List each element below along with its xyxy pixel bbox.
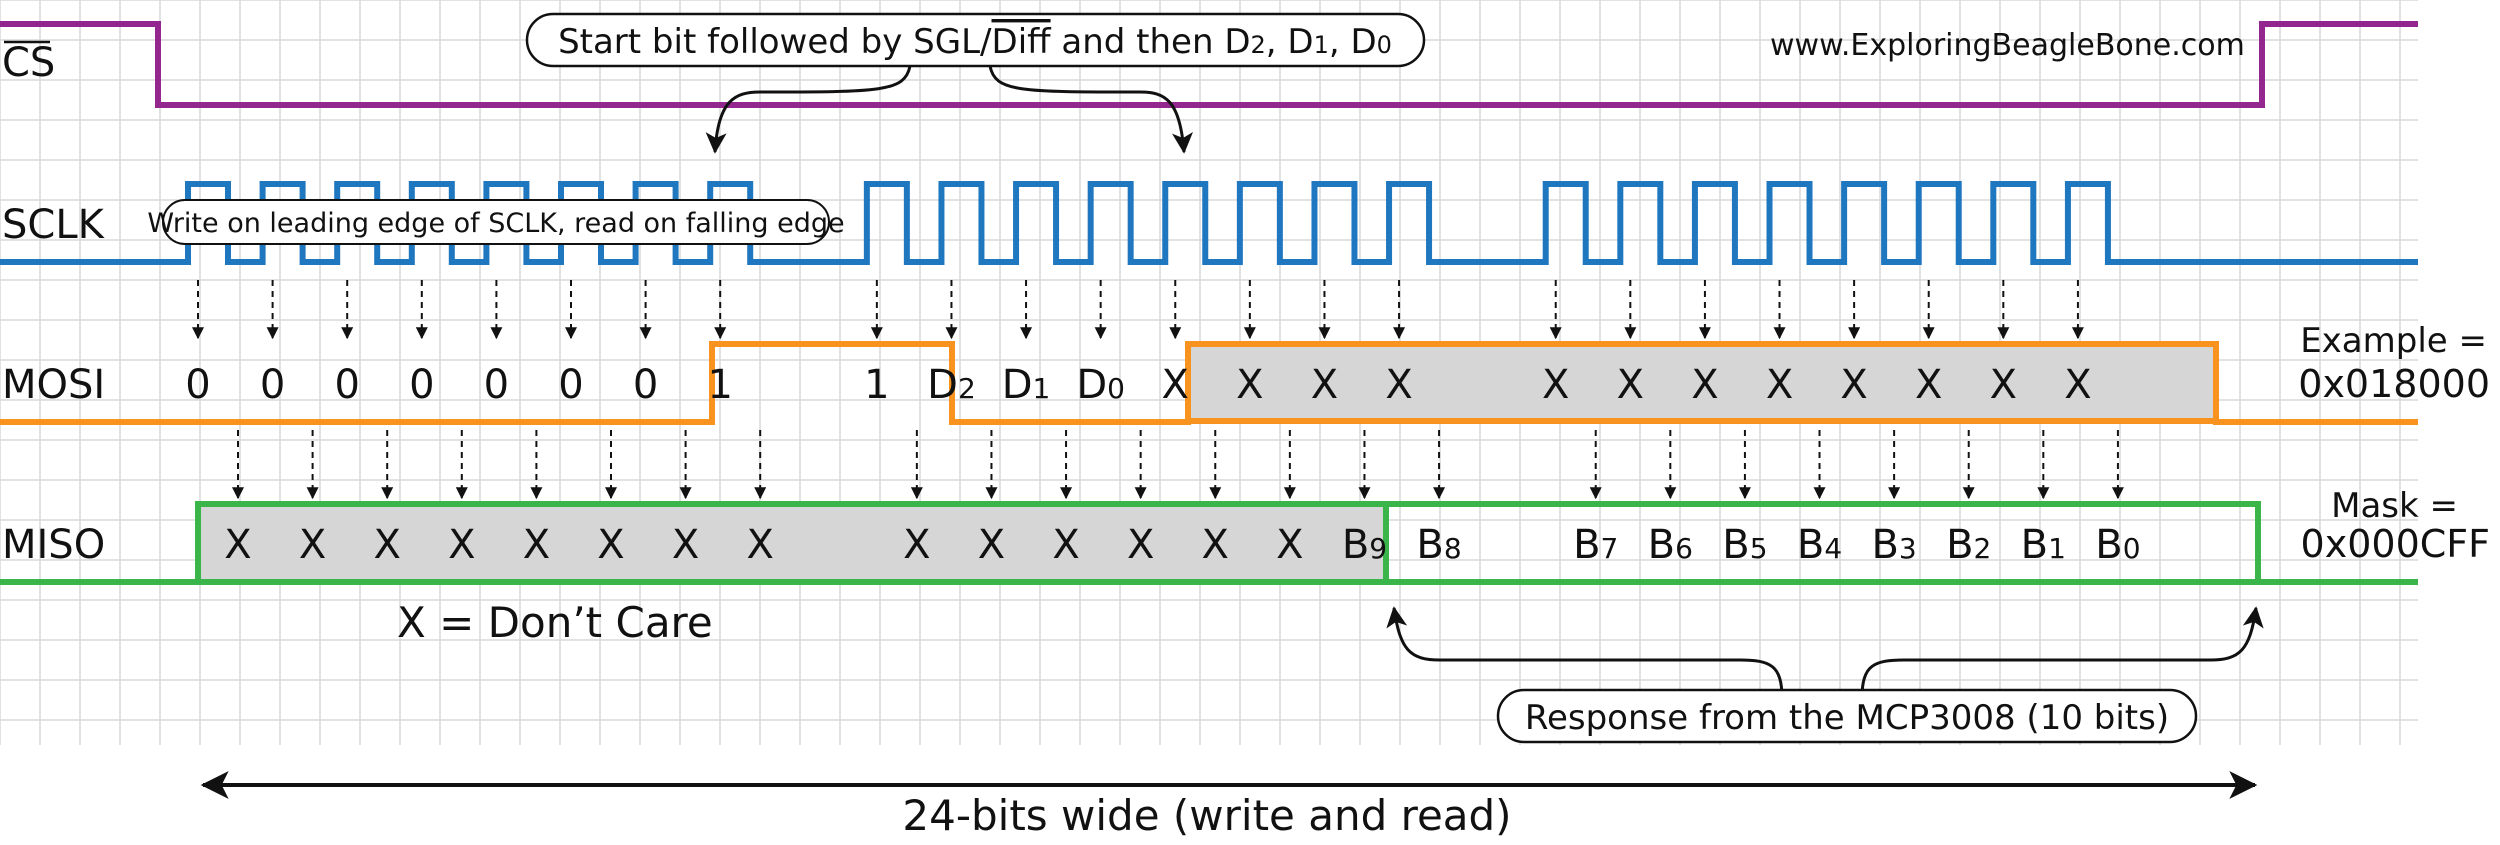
- bit-6: 0: [633, 362, 658, 408]
- bit-19: B4: [1797, 522, 1842, 568]
- bit-11: D0: [1076, 362, 1125, 408]
- bit-15: X: [1385, 362, 1412, 408]
- sample-arrows: [192, 280, 2124, 500]
- bit-23: B0: [2095, 522, 2140, 568]
- sclk-waveform: [0, 181, 2418, 265]
- bit-17: B6: [1648, 522, 1693, 568]
- bit-9: D2: [927, 362, 976, 408]
- bit-18: B5: [1722, 522, 1767, 568]
- bit-16: B7: [1573, 522, 1618, 568]
- bit-12: X: [1202, 522, 1229, 568]
- miso-bit-values: X X X X X X X X X X X X X X B9 B8 B7 B6 B5 B4 B3 B2 B1 B0: [224, 522, 2140, 568]
- cs-waveform: [0, 21, 2418, 108]
- bit-14: X: [1311, 362, 1338, 408]
- bit-3: 0: [409, 362, 434, 408]
- bit-5: X: [597, 522, 624, 568]
- bit-21: X: [1915, 362, 1942, 408]
- bit-22: B1: [2021, 522, 2066, 568]
- bit-13: X: [1236, 362, 1263, 408]
- bit-23: X: [2064, 362, 2091, 408]
- clock-edge-callout-text: Write on leading edge of SCLK, read on f…: [147, 208, 844, 239]
- bit-1: 0: [260, 362, 285, 408]
- cs-label: CS: [2, 40, 55, 86]
- bit-20: B3: [1871, 522, 1916, 568]
- mask-label: Mask =: [2331, 486, 2458, 526]
- response-arrow-right: [1860, 606, 2264, 699]
- response-callout-box: [1496, 688, 2198, 744]
- response-callout-text: Response from the MCP3008 (10 bits): [1525, 698, 2169, 738]
- bit-4: 0: [484, 362, 509, 408]
- mosi-waveform: [0, 341, 2418, 425]
- bit-17: X: [1617, 362, 1644, 408]
- bit-0: X: [224, 522, 251, 568]
- bit-11: X: [1127, 522, 1154, 568]
- sclk-label: SCLK: [2, 202, 106, 248]
- bit-4: X: [523, 522, 550, 568]
- bit-5: 0: [558, 362, 583, 408]
- bit-6: X: [672, 522, 699, 568]
- miso-data-region: [1386, 501, 2261, 582]
- bit-19: X: [1766, 362, 1793, 408]
- bit-10: D1: [1002, 362, 1051, 408]
- website-credit: www.ExploringBeagleBone.com: [1770, 28, 2245, 63]
- bit-20: X: [1840, 362, 1867, 408]
- sgl-diff-arrow: [988, 65, 1193, 154]
- mosi-label: MOSI: [2, 362, 105, 408]
- background-grid: [0, 0, 2418, 745]
- bit-2: X: [373, 522, 400, 568]
- width-label: 24-bits wide (write and read): [902, 791, 1511, 840]
- miso-dont-care-region: [198, 504, 1386, 581]
- mosi-dont-care-region: [1188, 344, 2216, 421]
- bit-8: 1: [864, 362, 889, 408]
- dont-care-legend: X = Don’t Care: [397, 598, 713, 647]
- bit-21: B2: [1946, 522, 1991, 568]
- bit-9: X: [978, 522, 1005, 568]
- mosi-bit-values: 0 0 0 0 0 0 0 1 1 D2 D1 D0 X X X X X X X X X X X X: [185, 362, 2091, 408]
- bit-0: 0: [185, 362, 210, 408]
- example-label: Example =: [2300, 321, 2487, 361]
- bit-16: X: [1542, 362, 1569, 408]
- bit-15: B8: [1416, 522, 1461, 568]
- bit-3: X: [448, 522, 475, 568]
- bit-2: 0: [334, 362, 359, 408]
- response-arrow-left: [1386, 606, 1784, 699]
- start-bit-callout-text: Start bit followed by SGL/Diff and then …: [558, 22, 1392, 62]
- mask-value: 0x000CFF: [2301, 522, 2490, 566]
- example-value: 0x018000: [2298, 362, 2490, 406]
- miso-label: MISO: [2, 522, 105, 568]
- bit-14: B9: [1342, 522, 1387, 568]
- bit-8: X: [903, 522, 930, 568]
- bit-13: X: [1276, 522, 1303, 568]
- bit-22: X: [1990, 362, 2017, 408]
- bit-10: X: [1052, 522, 1079, 568]
- start-bit-callout-box: [525, 12, 1426, 68]
- bit-18: X: [1691, 362, 1718, 408]
- bit-7: 1: [707, 362, 732, 408]
- bit-12: X: [1162, 362, 1189, 408]
- clock-edge-callout-box: [162, 199, 830, 245]
- bit-7: X: [746, 522, 773, 568]
- bit-1: X: [299, 522, 326, 568]
- start-bit-arrow: [705, 65, 912, 154]
- diff-overlined: Diff: [992, 22, 1053, 62]
